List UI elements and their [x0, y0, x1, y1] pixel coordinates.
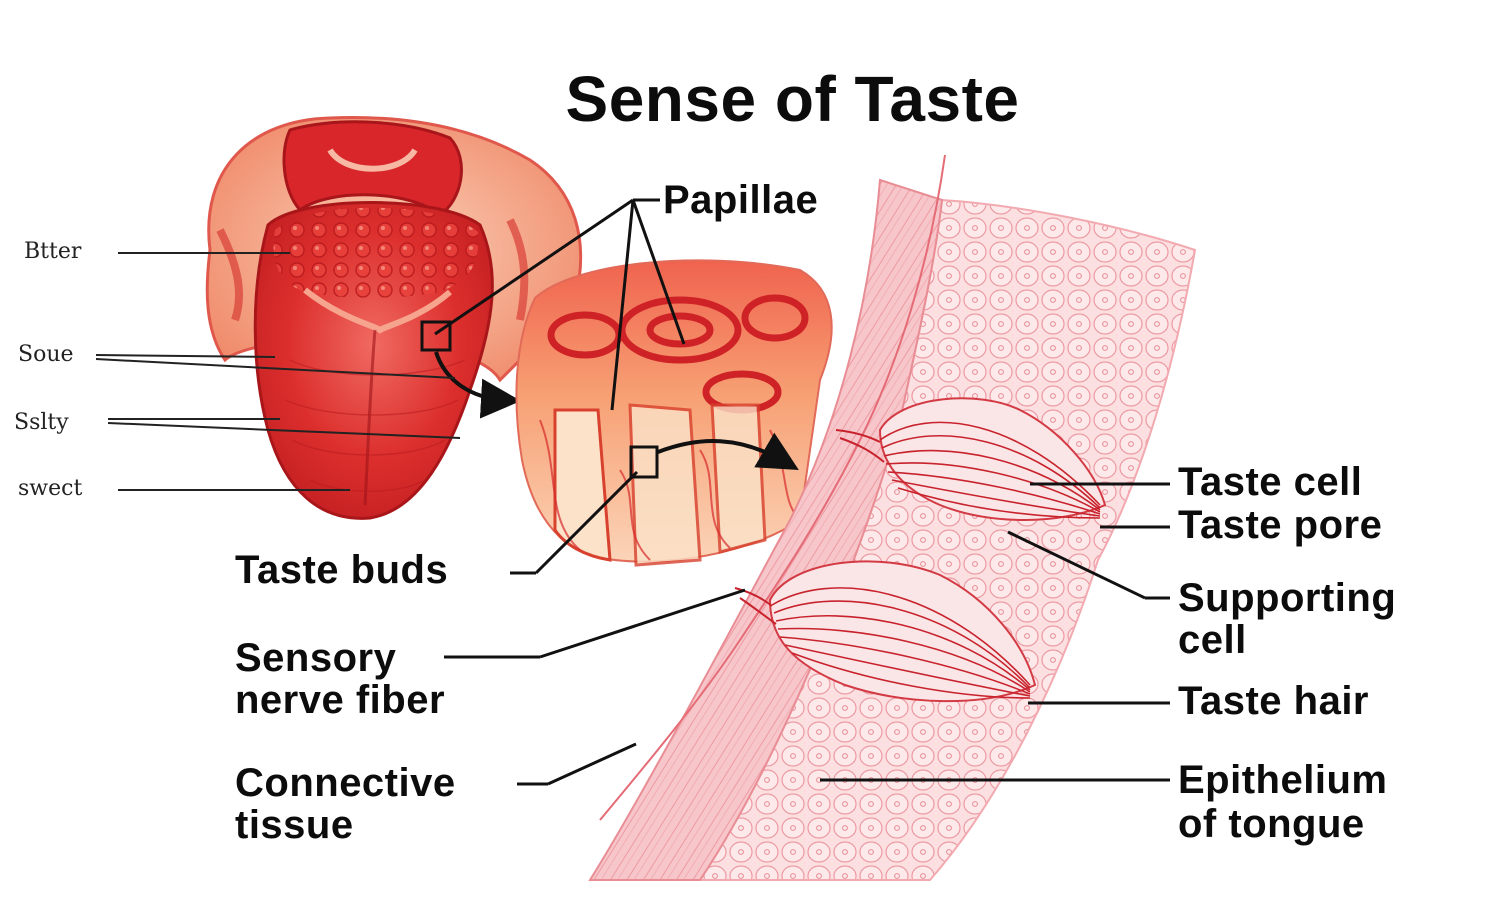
- label-epithelium-line2: of tongue: [1178, 802, 1365, 846]
- label-taste-cell: Taste cell: [1178, 460, 1363, 504]
- diagram-title: Sense of Taste: [565, 63, 1020, 135]
- label-epithelium-line1: Epithelium: [1178, 758, 1388, 802]
- label-taste-buds: Taste buds: [235, 548, 449, 592]
- papillae-detail-box: [629, 445, 659, 479]
- label-connective-tissue-line1: Connective: [235, 761, 456, 805]
- papillae-block: [515, 259, 833, 567]
- tissue-section: [588, 154, 1197, 881]
- label-connective-tissue-line2: tissue: [235, 803, 354, 847]
- zoom-arrow-1: [434, 351, 521, 419]
- label-taste-pore: Taste pore: [1178, 503, 1383, 547]
- label-salty: Sslty: [14, 410, 69, 435]
- taste-region-lines: [95, 252, 461, 491]
- label-sensory-nerve-fiber-line2: nerve fiber: [235, 678, 446, 722]
- label-sour: Soue: [18, 342, 74, 367]
- label-sensory-nerve-fiber-line1: Sensory: [235, 636, 397, 680]
- label-supporting-cell-line1: Supporting: [1178, 576, 1397, 620]
- label-taste-hair: Taste hair: [1178, 679, 1369, 723]
- taste-bud-lower: [734, 560, 1037, 703]
- tongue-illustration: [205, 116, 583, 520]
- label-sweet: swect: [18, 476, 83, 501]
- label-papillae: Papillae: [663, 178, 819, 222]
- label-leader-lines: [434, 198, 1170, 786]
- label-supporting-cell-line2: cell: [1178, 618, 1247, 662]
- tongue-detail-box: [420, 320, 452, 352]
- label-bitter: Btter: [24, 239, 82, 264]
- taste-bud-upper: [835, 397, 1107, 521]
- zoom-arrow-2: [657, 432, 799, 470]
